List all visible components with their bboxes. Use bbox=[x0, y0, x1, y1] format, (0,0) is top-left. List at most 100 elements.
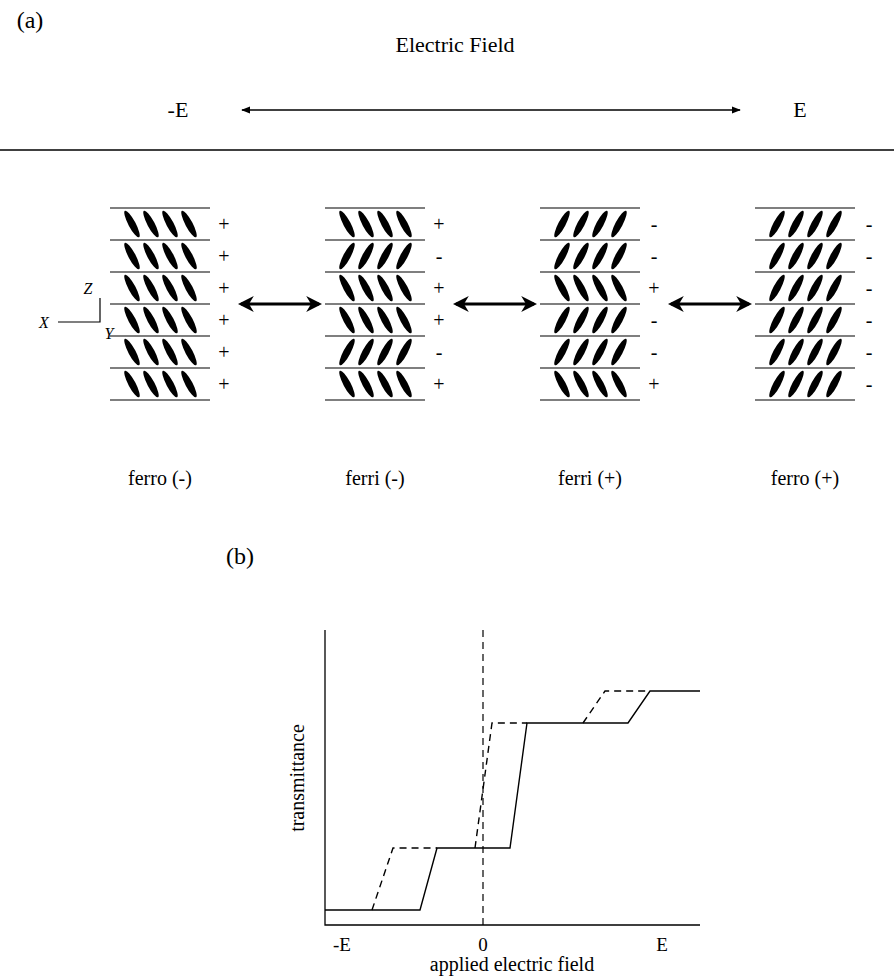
molecule bbox=[160, 369, 180, 399]
molecule bbox=[179, 369, 199, 399]
layer-line bbox=[540, 367, 640, 368]
molecule bbox=[805, 209, 825, 239]
layer-line bbox=[110, 239, 210, 240]
polarization-sign: - bbox=[651, 214, 658, 234]
polarization-sign: - bbox=[651, 342, 658, 362]
molecule bbox=[160, 209, 180, 239]
layer-stack: ferro (+) bbox=[755, 204, 880, 489]
transition-arrow bbox=[671, 303, 749, 306]
molecule bbox=[824, 369, 844, 399]
layer-line bbox=[110, 303, 210, 304]
polarization-sign: + bbox=[218, 278, 229, 298]
molecule bbox=[767, 369, 787, 399]
molecule bbox=[160, 241, 180, 271]
layer-line bbox=[755, 271, 855, 272]
molecule bbox=[805, 241, 825, 271]
molecule bbox=[179, 337, 199, 367]
molecule bbox=[767, 209, 787, 239]
molecule bbox=[122, 209, 142, 239]
molecule bbox=[824, 305, 844, 335]
polarization-sign: - bbox=[866, 310, 873, 330]
layer-line bbox=[540, 335, 640, 336]
molecule bbox=[356, 337, 376, 367]
molecule bbox=[571, 241, 591, 271]
molecule bbox=[179, 241, 199, 271]
molecule bbox=[375, 369, 395, 399]
molecule bbox=[122, 273, 142, 303]
molecule bbox=[824, 273, 844, 303]
molecule bbox=[552, 337, 572, 367]
molecule bbox=[122, 241, 142, 271]
solid-curve bbox=[325, 691, 700, 910]
layer-line bbox=[110, 399, 210, 400]
molecule bbox=[767, 337, 787, 367]
molecule bbox=[141, 241, 161, 271]
axis-label: X bbox=[39, 315, 49, 331]
layer-line bbox=[540, 271, 640, 272]
polarization-sign: - bbox=[651, 310, 658, 330]
zero-line bbox=[482, 630, 483, 925]
polarization-sign: - bbox=[866, 342, 873, 362]
molecule bbox=[394, 241, 414, 271]
axis-title: applied electric field bbox=[430, 954, 594, 974]
panel-label: (b) bbox=[226, 544, 254, 568]
molecule bbox=[590, 337, 610, 367]
layer-line bbox=[325, 207, 425, 208]
layer-line bbox=[755, 207, 855, 208]
molecule bbox=[141, 337, 161, 367]
polarization-sign: + bbox=[218, 374, 229, 394]
layer-line bbox=[755, 399, 855, 400]
molecule bbox=[141, 369, 161, 399]
field-arrow bbox=[242, 109, 740, 110]
molecule bbox=[337, 241, 357, 271]
molecule bbox=[805, 273, 825, 303]
polarization-sign: - bbox=[436, 342, 443, 362]
molecule bbox=[805, 337, 825, 367]
panel-label: (a) bbox=[17, 8, 44, 32]
molecule bbox=[767, 305, 787, 335]
molecule bbox=[375, 209, 395, 239]
layer-line bbox=[325, 271, 425, 272]
tick-label: 0 bbox=[478, 935, 488, 954]
polarization-sign: - bbox=[866, 374, 873, 394]
phase-caption: ferro (+) bbox=[755, 467, 855, 489]
molecule bbox=[122, 337, 142, 367]
layer-stack: ferri (-) bbox=[325, 204, 450, 489]
molecule bbox=[609, 369, 629, 399]
phase-caption: ferri (+) bbox=[540, 467, 640, 489]
molecule bbox=[356, 241, 376, 271]
molecule bbox=[590, 369, 610, 399]
polarization-sign: + bbox=[433, 310, 444, 330]
molecule bbox=[571, 273, 591, 303]
molecule bbox=[356, 305, 376, 335]
molecule bbox=[356, 209, 376, 239]
molecule bbox=[590, 241, 610, 271]
layer-line bbox=[110, 271, 210, 272]
molecule bbox=[179, 209, 199, 239]
polarization-sign: + bbox=[433, 214, 444, 234]
molecule bbox=[356, 369, 376, 399]
molecule bbox=[590, 305, 610, 335]
layer-line bbox=[540, 207, 640, 208]
molecule bbox=[160, 305, 180, 335]
molecule bbox=[179, 305, 199, 335]
molecule bbox=[571, 305, 591, 335]
chart-axes bbox=[325, 630, 700, 925]
molecule bbox=[590, 273, 610, 303]
molecule bbox=[375, 305, 395, 335]
molecule bbox=[141, 273, 161, 303]
molecule bbox=[122, 369, 142, 399]
molecule bbox=[786, 241, 806, 271]
hysteresis-chart bbox=[325, 630, 700, 925]
axis-label: Y bbox=[105, 326, 114, 342]
molecule bbox=[786, 305, 806, 335]
molecule bbox=[337, 369, 357, 399]
molecule bbox=[786, 337, 806, 367]
tick-label: -E bbox=[333, 935, 351, 954]
molecule bbox=[337, 273, 357, 303]
dashed-curve bbox=[372, 691, 650, 910]
layer-line bbox=[755, 335, 855, 336]
polarization-sign: - bbox=[651, 246, 658, 266]
molecule bbox=[179, 273, 199, 303]
